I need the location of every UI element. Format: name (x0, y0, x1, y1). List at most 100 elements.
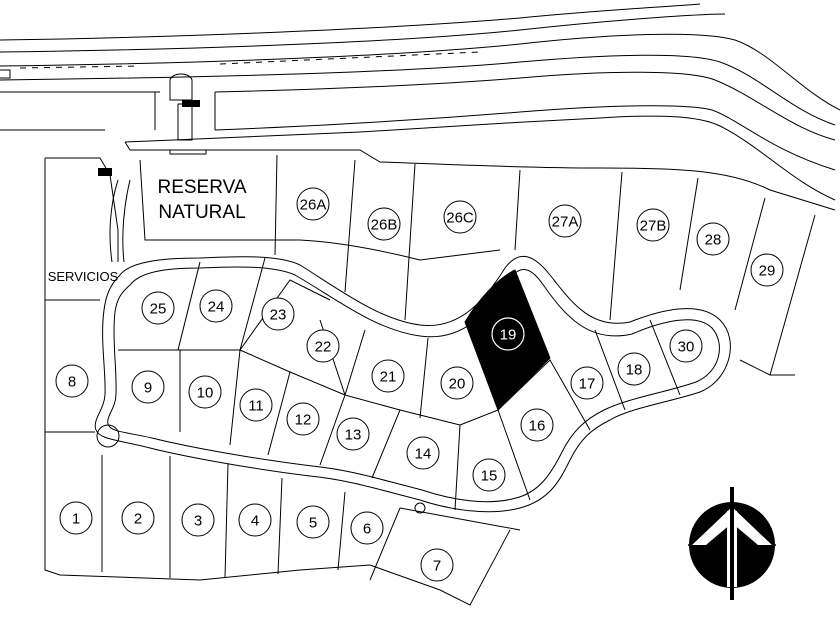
lot-8[interactable]: 8 (55, 364, 89, 398)
lot-marker-circle (141, 291, 175, 325)
lot-marker-circle (55, 364, 89, 398)
ring-road (94, 179, 731, 514)
lot-marker-circle (239, 388, 273, 422)
lot-number: 26B (371, 217, 398, 234)
lot-6[interactable]: 6 (350, 511, 384, 545)
lot-number: 14 (415, 446, 432, 463)
lot-19[interactable]: 19 (491, 317, 525, 351)
lot-number: 22 (315, 339, 332, 356)
lot-16[interactable]: 16 (520, 408, 554, 442)
lot-18[interactable]: 18 (617, 352, 651, 386)
lot-marker-circle (238, 503, 272, 537)
lot-marker-circle (520, 408, 554, 442)
lot-marker-circle (121, 501, 155, 535)
lot-14[interactable]: 14 (406, 436, 440, 470)
lot-number: 10 (197, 385, 214, 402)
lot-13[interactable]: 13 (336, 417, 370, 451)
lot-marker-circle (750, 253, 784, 287)
lot-12[interactable]: 12 (286, 402, 320, 436)
lot-number: 24 (208, 299, 225, 316)
lot-7[interactable]: 7 (420, 548, 454, 582)
lot-number: 16 (529, 418, 546, 435)
lot-boundaries (44, 141, 836, 606)
lot-number: 23 (270, 307, 287, 324)
lot-2[interactable]: 2 (121, 501, 155, 535)
lot-marker-circle (440, 366, 474, 400)
lot-marker-circle (131, 370, 165, 404)
lot-25[interactable]: 25 (141, 291, 175, 325)
lot-marker-circle (617, 352, 651, 386)
lot-number: 4 (251, 513, 259, 530)
lot-marker-circle (371, 359, 405, 393)
lot-number: 3 (194, 513, 202, 530)
servicios-label: SERVICIOS (48, 269, 119, 284)
lot-26b[interactable]: 26B (367, 207, 401, 241)
lot-number: 29 (759, 263, 776, 280)
lot-marker-circle (188, 375, 222, 409)
lot-29[interactable]: 29 (750, 253, 784, 287)
lot-marker-circle (491, 317, 525, 351)
lot-11[interactable]: 11 (239, 388, 273, 422)
lot-number: 6 (363, 521, 371, 538)
lot-marker-circle (296, 505, 330, 539)
lot-number: 27B (640, 218, 667, 235)
lot-number: 13 (345, 427, 362, 444)
lot-marker-circle (367, 207, 401, 241)
lot-marker-circle (636, 208, 670, 242)
lot-marker-circle (472, 458, 506, 492)
lot-marker-circle (336, 417, 370, 451)
lot-marker-circle (286, 402, 320, 436)
lot-marker-circle (548, 204, 582, 238)
lot-3[interactable]: 3 (181, 503, 215, 537)
lot-23[interactable]: 23 (261, 297, 295, 331)
lot-number: 8 (68, 374, 76, 391)
lot-number: 26A (300, 197, 327, 214)
lot-marker-circle (261, 297, 295, 331)
lot-number: 27A (552, 214, 579, 231)
lot-21[interactable]: 21 (371, 359, 405, 393)
lot-marker-circle (406, 436, 440, 470)
lot-27b[interactable]: 27B (636, 208, 670, 242)
svg-text:NATURAL: NATURAL (158, 202, 245, 223)
lot-number: 26C (446, 210, 474, 227)
lot-number: 7 (433, 558, 441, 575)
lot-28[interactable]: 28 (696, 222, 730, 256)
lot-marker-circle (669, 329, 703, 363)
lot-30[interactable]: 30 (669, 329, 703, 363)
lot-15[interactable]: 15 (472, 458, 506, 492)
lot-marker-circle (199, 289, 233, 323)
lot-number: 12 (295, 412, 312, 429)
lot-marker-circle (181, 503, 215, 537)
lot-marker-circle (570, 366, 604, 400)
lot-number: 11 (248, 398, 264, 415)
svg-text:RESERVA: RESERVA (157, 177, 246, 198)
lot-5[interactable]: 5 (296, 505, 330, 539)
lot-marker-circle (696, 222, 730, 256)
lot-number: 18 (626, 362, 643, 379)
lot-marker-circle (296, 187, 330, 221)
lot-26c[interactable]: 26C (443, 200, 477, 234)
lot-4[interactable]: 4 (238, 503, 272, 537)
lot-1[interactable]: 1 (59, 501, 93, 535)
lot-10[interactable]: 10 (188, 375, 222, 409)
lot-26a[interactable]: 26A (296, 187, 330, 221)
highway (0, 3, 840, 201)
lot-number: 19 (500, 327, 517, 344)
lot-number: 9 (144, 380, 152, 397)
lot-number: 28 (705, 232, 722, 249)
lot-17[interactable]: 17 (570, 366, 604, 400)
lot-marker-circle (59, 501, 93, 535)
lot-number: 30 (678, 339, 695, 356)
lot-number: 2 (134, 511, 142, 528)
lot-27a[interactable]: 27A (548, 204, 582, 238)
lot-number: 5 (309, 515, 317, 532)
lot-9[interactable]: 9 (131, 370, 165, 404)
lot-number: 20 (449, 376, 466, 393)
lot-22[interactable]: 22 (306, 329, 340, 363)
lot-number: 25 (150, 301, 167, 318)
reserva-natural-label: RESERVA NATURAL (157, 177, 246, 223)
lot-20[interactable]: 20 (440, 366, 474, 400)
lot-24[interactable]: 24 (199, 289, 233, 323)
lot-marker-circle (350, 511, 384, 545)
